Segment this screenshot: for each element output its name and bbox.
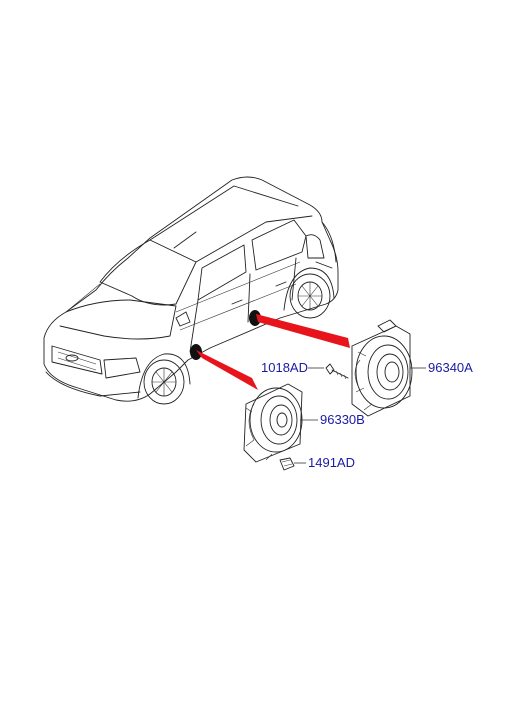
front-speaker-location-marker: [190, 344, 202, 360]
part-number-1491ad[interactable]: 1491AD: [308, 455, 355, 470]
front-door-speaker-drawing: [243, 383, 303, 463]
rear-speaker-pointer-arrow: [256, 314, 350, 348]
clip-part-drawing: [279, 457, 295, 471]
screw-part-drawing: [325, 363, 349, 380]
car-illustration: [43, 176, 339, 405]
part-number-96330b[interactable]: 96330B: [320, 412, 365, 427]
front-speaker-pointer-arrow: [196, 350, 258, 390]
rear-door-speaker-drawing: [351, 319, 413, 417]
part-number-96340a[interactable]: 96340A: [428, 360, 473, 375]
part-number-1018ad[interactable]: 1018AD: [261, 360, 308, 375]
